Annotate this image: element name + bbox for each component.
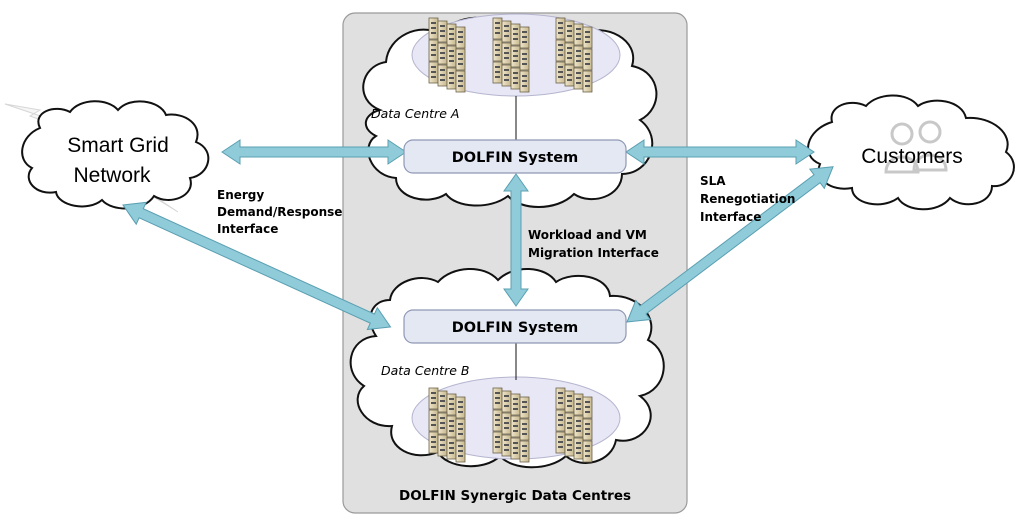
people-icon (884, 120, 948, 174)
dolfin-system-a-label: DOLFIN System (452, 150, 579, 166)
sla-interface-arrow-top (625, 139, 815, 165)
dolfin-system-b-label: DOLFIN System (452, 320, 579, 336)
server-rack-b3 (556, 388, 592, 462)
customers-cloud (807, 94, 1015, 211)
energy-interface-label-2: Demand/Response (217, 205, 342, 219)
server-rack-a2 (493, 18, 529, 92)
synergic-title: DOLFIN Synergic Data Centres (399, 488, 631, 504)
smart-grid-label-line1: Smart Grid (67, 134, 169, 157)
server-rack-b1 (429, 388, 465, 462)
data-centre-a-label: Data Centre A (371, 106, 459, 121)
smart-grid-cloud (21, 100, 210, 210)
energy-interface-arrow-bottom (122, 201, 392, 331)
workload-interface-label-1: Workload and VM (528, 228, 647, 242)
data-centre-b-label: Data Centre B (381, 363, 469, 378)
dolfin-system-b-box (403, 309, 627, 344)
sla-interface-label-3: Interface (700, 210, 761, 224)
energy-interface-label-1: Energy (217, 188, 264, 202)
server-rack-a1 (429, 18, 465, 92)
sla-interface-label-2: Renegotiation (700, 192, 795, 206)
smart-grid-label-line2: Network (73, 164, 151, 187)
customers-label: Customers (861, 145, 963, 168)
sla-interface-arrow-bottom (626, 166, 834, 323)
energy-interface-label-3: Interface (217, 222, 278, 236)
server-rack-a3 (556, 18, 592, 92)
workload-interface-label-2: Migration Interface (528, 246, 659, 260)
workload-migration-arrow (503, 173, 529, 307)
sla-interface-label-1: SLA (700, 174, 726, 188)
dolfin-system-a-box (403, 139, 627, 174)
server-rack-b2 (493, 388, 529, 462)
